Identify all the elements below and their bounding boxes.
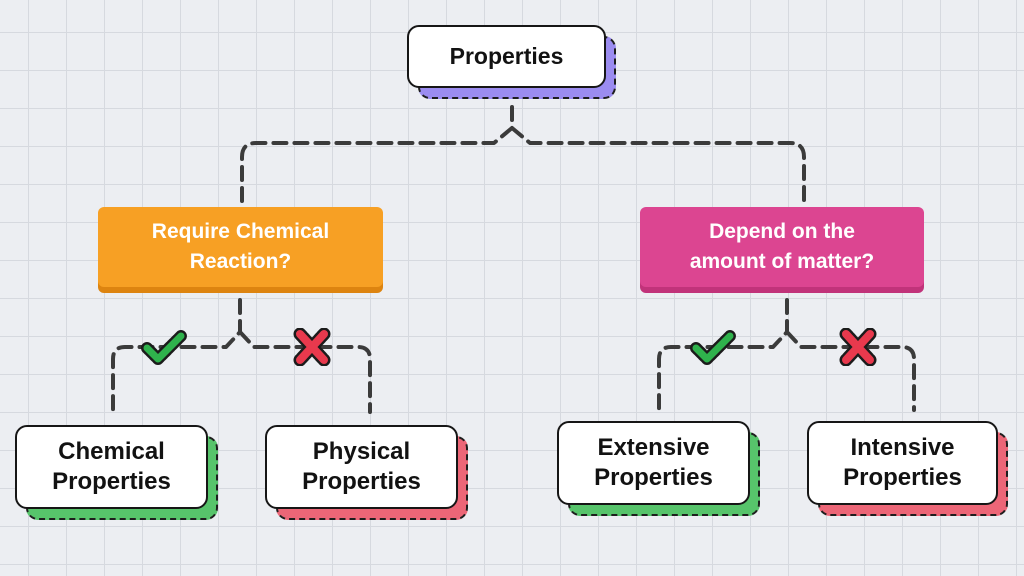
amount-decision-connector-left bbox=[657, 298, 789, 412]
chemical-leaf-line1: Chemical bbox=[58, 438, 165, 465]
chemical-decision-line2: Reaction? bbox=[189, 250, 292, 273]
amount-decision-line1: Depend on the bbox=[709, 219, 855, 243]
amount-decision-node: Depend on the amount of matter? bbox=[640, 207, 924, 287]
chemical-leaf-line2: Properties bbox=[52, 468, 171, 495]
amount-decision-line2: amount of matter? bbox=[689, 250, 875, 273]
intensive-leaf-line2: Properties bbox=[843, 464, 962, 491]
chemical-decision-node: Require Chemical Reaction? bbox=[98, 207, 383, 287]
check-icon bbox=[141, 328, 187, 366]
chemical-decision-line1: Require Chemical bbox=[151, 219, 330, 243]
extensive-leaf-line2: Properties bbox=[594, 464, 713, 491]
chemical-decision-connector-left bbox=[111, 298, 242, 414]
chemical-leaf-node: Chemical Properties bbox=[15, 425, 208, 509]
chemical-decision-connector-right bbox=[238, 330, 372, 414]
root-connector-right bbox=[510, 126, 806, 208]
cross-icon bbox=[835, 328, 881, 366]
root-label: Properties bbox=[449, 43, 564, 70]
physical-leaf-line2: Properties bbox=[302, 468, 421, 495]
root-connector bbox=[240, 105, 514, 207]
intensive-leaf-line1: Intensive bbox=[850, 434, 955, 461]
intensive-leaf-node: Intensive Properties bbox=[807, 421, 998, 505]
check-icon bbox=[690, 328, 736, 366]
physical-leaf-node: Physical Properties bbox=[265, 425, 458, 509]
root-node: Properties bbox=[407, 25, 606, 88]
cross-icon bbox=[289, 328, 335, 366]
amount-decision-connector-right bbox=[785, 330, 916, 412]
extensive-leaf-line1: Extensive bbox=[597, 434, 710, 461]
extensive-leaf-node: Extensive Properties bbox=[557, 421, 750, 505]
physical-leaf-line1: Physical bbox=[312, 438, 411, 465]
